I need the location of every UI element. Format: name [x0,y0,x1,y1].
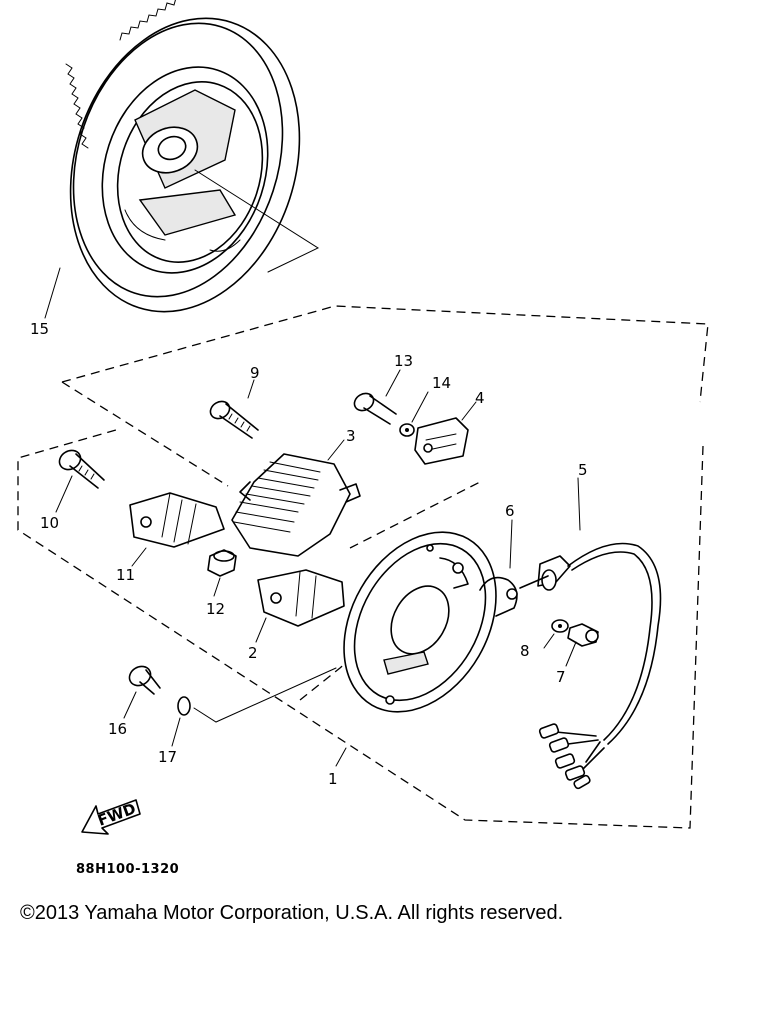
leader-line [193,667,337,723]
leader-line [213,577,221,597]
exploded-parts-diagram: FWD 15 9 13 14 4 3 5 6 10 11 12 2 8 7 16… [17,0,709,835]
assembly-outline-inner [61,381,481,701]
screw-7 [567,623,599,647]
leader-line [255,617,267,643]
leader-line [247,379,255,399]
leader-line [194,169,320,273]
assembly-outline [17,305,709,829]
leader-line [335,747,347,767]
callout-12: 12 [206,600,225,618]
connector-pins [538,723,591,790]
callout-17: 17 [158,748,177,766]
fwd-label: FWD [95,799,138,829]
callout-10: 10 [40,514,59,532]
fwd-arrow-icon: FWD [81,799,141,835]
callout-16: 16 [108,720,127,738]
washer-8 [551,619,569,633]
leader-line [327,439,345,461]
washer-14 [399,423,415,437]
washer-17 [177,696,191,716]
leader-line [411,391,429,423]
wire-harness-5 [519,542,662,790]
screw-9 [209,400,259,439]
leader-line [385,369,401,397]
leader-line [565,641,577,667]
stator-base-plate [343,531,497,713]
clamp-6 [479,576,518,617]
flywheel-rotor [65,0,301,313]
leader-line [131,547,147,567]
copyright-notice: ©2013 Yamaha Motor Corporation, U.S.A. A… [20,902,564,924]
screw-16 [128,665,161,695]
callout-15: 15 [30,320,49,338]
leader-line [123,691,137,719]
callout-2: 2 [248,644,258,662]
callout-11: 11 [116,566,135,584]
charge-coil-3 [231,453,361,557]
callout-4: 4 [475,389,485,407]
drawing-code: 88H100-1320 [76,862,180,877]
coil-2 [257,569,345,627]
leader-line [509,519,513,569]
callout-9: 9 [250,364,260,382]
leader-line [44,267,61,319]
coil-11 [129,492,225,548]
callout-13: 13 [394,352,413,370]
coil-4 [414,417,469,465]
leader-line [543,633,555,649]
leader-line [461,401,477,421]
spacer-12 [207,549,237,577]
callout-1: 1 [328,770,338,788]
callout-8: 8 [520,642,530,660]
callout-7: 7 [556,668,566,686]
leader-line [55,475,73,513]
leader-line [577,477,581,531]
screw-10 [58,449,105,489]
callout-5: 5 [578,461,588,479]
screw-13 [353,392,397,425]
callout-14: 14 [432,374,451,392]
callout-6: 6 [505,502,515,520]
callout-3: 3 [346,427,356,445]
leader-line [171,717,181,747]
